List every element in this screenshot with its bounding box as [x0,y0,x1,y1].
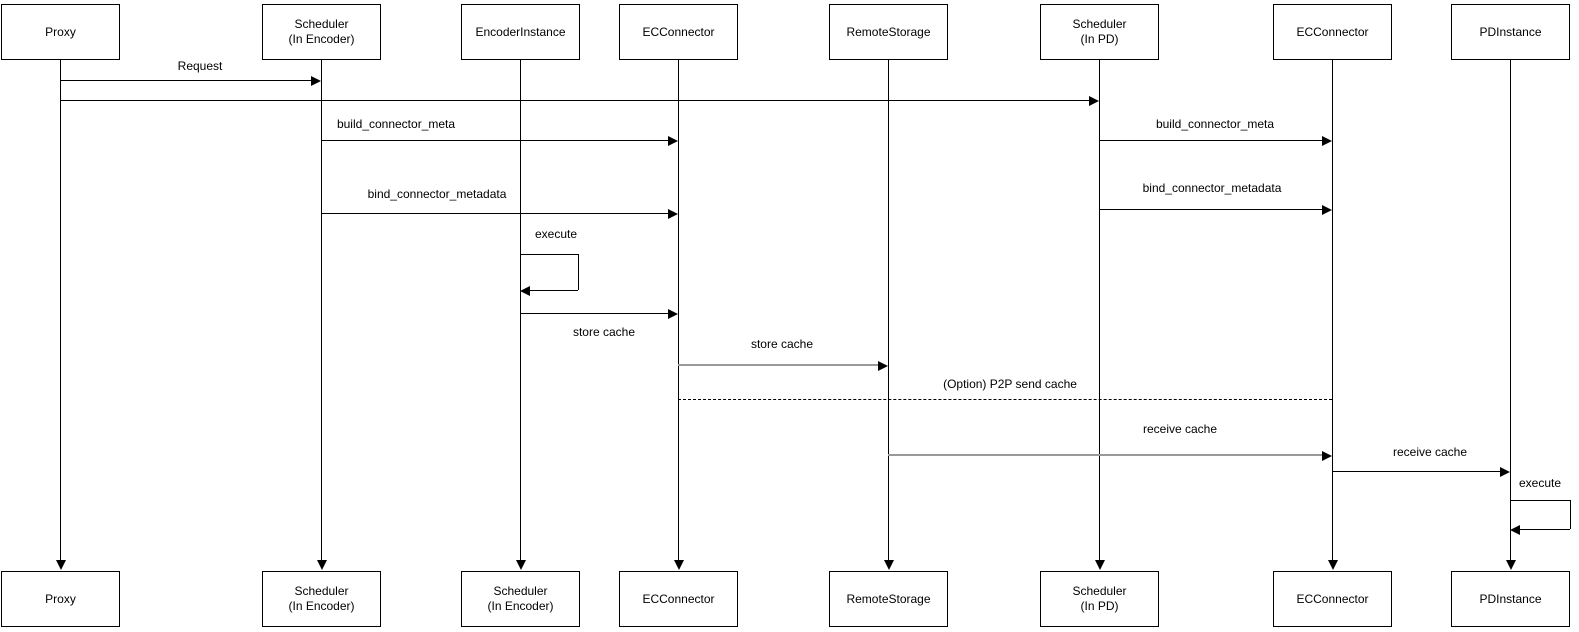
lifeline-arrow-down-icon-remote-storage [884,560,894,570]
actor-bottom-box-remote-storage: RemoteStorage [829,571,948,627]
actor-bottom-box-encoder-instance: Scheduler (In Encoder) [461,571,580,627]
selfloop-top-line-execute-pd-instance [1510,500,1570,501]
lifeline-arrow-down-icon-encoder-instance [516,560,526,570]
message-line-build-connector-meta-pd [1099,140,1323,141]
message-line-bind-connector-metadata-pd [1099,209,1323,210]
lifeline-scheduler-pd [1099,60,1100,560]
actor-bottom-box-scheduler-pd: Scheduler (In PD) [1040,571,1159,627]
selfloop-right-line-execute-encoder-instance [578,254,579,290]
actor-bottom-box-scheduler-encoder: Scheduler (In Encoder) [262,571,381,627]
message-arrowhead-icon-build-connector-meta-enc [668,136,678,146]
selfloop-top-line-execute-encoder-instance [520,254,578,255]
actor-top-box-pd-instance: PDInstance [1451,4,1570,60]
selfloop-arrowhead-icon-execute-pd-instance [1510,525,1520,535]
message-label-request: Request [175,59,225,73]
actor-top-box-scheduler-encoder: Scheduler (In Encoder) [262,4,381,60]
actor-bottom-box-proxy: Proxy [1,571,120,627]
actor-bottom-box-ec-connector-pd: ECConnector [1273,571,1392,627]
lifeline-remote-storage [888,60,889,560]
message-arrowhead-icon-bind-connector-metadata-pd [1322,205,1332,215]
message-label-build-connector-meta-enc: build_connector_meta [334,117,458,131]
message-label-store-cache-remotestorage: store cache [748,337,816,351]
actor-bottom-box-ec-connector-encoder: ECConnector [619,571,738,627]
lifeline-arrow-down-icon-proxy [56,560,66,570]
message-line-receive-cache-ecconnector [888,454,1323,456]
message-arrowhead-icon-bind-connector-metadata-enc [668,209,678,219]
message-line-proxy-to-scheduler-pd [60,100,1090,101]
selfloop-bottom-line-execute-encoder-instance [529,290,578,291]
message-arrowhead-icon-receive-cache-pdinstance [1500,467,1510,477]
message-line-request [60,80,312,81]
selfloop-arrowhead-icon-execute-encoder-instance [520,286,530,296]
actor-top-box-ec-connector-pd: ECConnector [1273,4,1392,60]
message-label-receive-cache-ecconnector: receive cache [1140,422,1220,436]
message-arrowhead-icon-store-cache-ecconnector [668,309,678,319]
message-line-bind-connector-metadata-enc [321,213,669,214]
message-line-store-cache-remotestorage [678,364,879,366]
message-arrowhead-icon-receive-cache-ecconnector [1322,451,1332,461]
lifeline-arrow-down-icon-ec-connector-encoder [674,560,684,570]
selfloop-bottom-line-execute-pd-instance [1519,529,1570,530]
message-arrowhead-icon-build-connector-meta-pd [1322,136,1332,146]
selfloop-label-execute-pd-instance: execute [1516,476,1564,490]
actor-top-box-scheduler-pd: Scheduler (In PD) [1040,4,1159,60]
lifeline-arrow-down-icon-scheduler-encoder [317,560,327,570]
message-label-store-cache-ecconnector: store cache [570,325,638,339]
lifeline-pd-instance [1510,60,1511,560]
actor-bottom-box-pd-instance: PDInstance [1451,571,1570,627]
message-label-build-connector-meta-pd: build_connector_meta [1153,117,1277,131]
lifeline-encoder-instance [520,60,521,560]
message-label-p2p-send-cache: (Option) P2P send cache [941,377,1079,391]
message-line-store-cache-ecconnector [520,313,669,314]
message-arrowhead-icon-request [311,76,321,86]
actor-top-box-proxy: Proxy [1,4,120,60]
lifeline-ec-connector-pd [1332,60,1333,560]
message-arrowhead-icon-store-cache-remotestorage [878,361,888,371]
actor-top-box-remote-storage: RemoteStorage [829,4,948,60]
lifeline-ec-connector-encoder [678,60,679,560]
lifeline-arrow-down-icon-pd-instance [1506,560,1516,570]
actor-top-box-encoder-instance: EncoderInstance [461,4,580,60]
selfloop-label-execute-encoder-instance: execute [532,227,580,241]
actor-top-box-ec-connector-encoder: ECConnector [619,4,738,60]
message-line-receive-cache-pdinstance [1332,471,1501,472]
message-label-bind-connector-metadata-pd: bind_connector_metadata [1140,181,1284,195]
lifeline-arrow-down-icon-scheduler-pd [1095,560,1105,570]
lifeline-arrow-down-icon-ec-connector-pd [1328,560,1338,570]
selfloop-right-line-execute-pd-instance [1570,500,1571,529]
message-arrowhead-icon-proxy-to-scheduler-pd [1089,96,1099,106]
lifeline-scheduler-encoder [321,60,322,560]
message-line-build-connector-meta-enc [321,140,669,141]
message-label-bind-connector-metadata-enc: bind_connector_metadata [365,187,509,201]
lifeline-proxy [60,60,61,560]
message-line-p2p-send-cache [678,399,1332,400]
message-label-receive-cache-pdinstance: receive cache [1390,445,1470,459]
